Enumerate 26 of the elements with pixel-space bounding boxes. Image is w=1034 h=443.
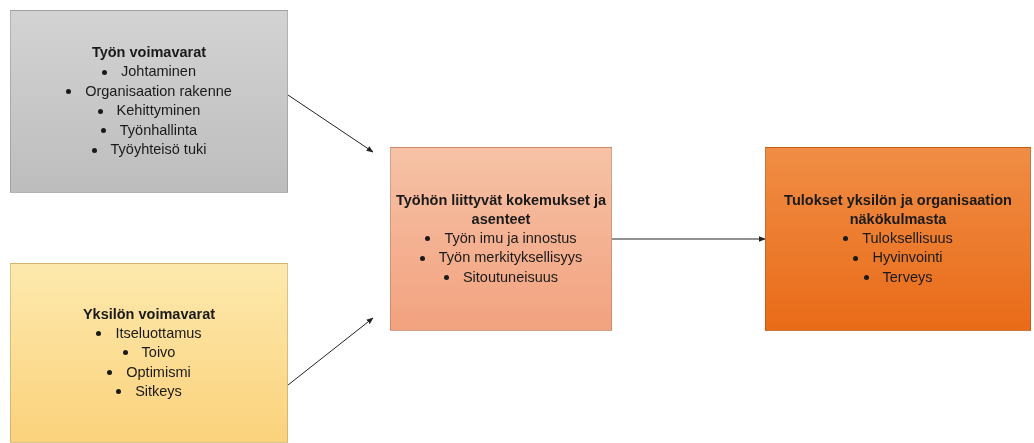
list-item: Itseluottamus	[115, 323, 202, 343]
content-box	[10, 263, 288, 443]
list-item: Hyvinvointi	[872, 248, 943, 268]
list-item: Optimismi	[126, 362, 191, 382]
box-heading: Yksilön voimavarat	[82, 304, 216, 324]
list-item: Työn imu ja innostus	[444, 228, 577, 248]
list-item: Työyhteisö tuki	[110, 140, 207, 160]
list-item: Sitkeys	[135, 382, 182, 401]
box-heading: Työhön liittyvät kokemukset ja asenteet	[395, 190, 607, 229]
box-heading: Tulokset yksilön ja organisaation näkökulmasta	[783, 190, 1013, 229]
arrow	[287, 94, 374, 153]
arrow	[611, 236, 766, 242]
list-item: Kehittyminen	[116, 101, 201, 121]
list-item: Terveys	[882, 267, 933, 287]
box-heading: Työn voimavarat	[91, 43, 207, 63]
content-box	[765, 147, 1031, 331]
list-item: Organisaation rakenne	[85, 81, 232, 101]
list-item: Työnhallinta	[119, 120, 198, 140]
content-box	[10, 10, 288, 193]
content-box	[390, 147, 612, 331]
list-item: Sitoutuneisuus	[462, 267, 559, 287]
list-item: Johtaminen	[121, 62, 196, 82]
arrow	[287, 317, 374, 386]
list-item: Toivo	[141, 343, 176, 362]
list-item: Työn merkityksellisyys	[438, 248, 583, 268]
list-item: Tuloksellisuus	[862, 228, 953, 248]
